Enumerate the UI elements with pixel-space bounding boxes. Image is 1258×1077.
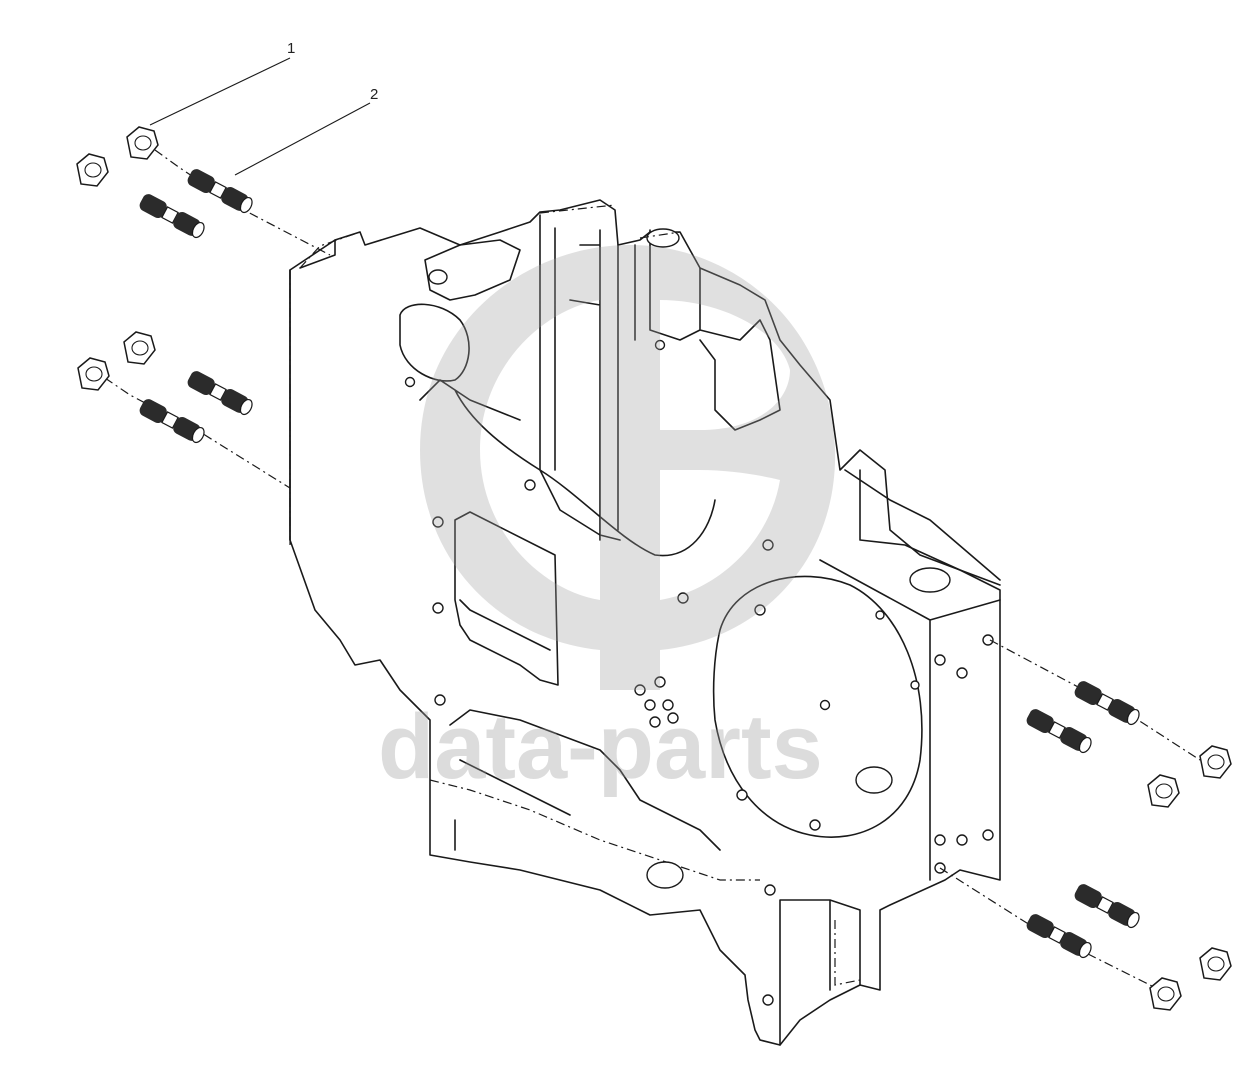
stud-icon [1026,914,1092,959]
upper-left-boss-hole [428,269,448,285]
stud-icon [1074,681,1140,726]
upper-left-boss [424,239,521,301]
housing-right-block-top [859,469,1001,586]
stud-icon [1026,709,1092,754]
watermark: data-parts [378,245,836,798]
studs [139,169,1140,959]
stud-icon [187,169,253,214]
nut-icon [126,126,159,160]
nut-icon [76,153,109,187]
center-gear-opening [419,379,716,557]
bottom-recess [449,709,721,851]
housing-right-block [819,469,1001,881]
nut-icon [1147,774,1180,808]
leader-2 [234,102,371,176]
stud-icon [187,371,253,416]
right-foot [779,899,861,1046]
nut-icon [123,331,156,365]
callout-label-1: 1 [287,40,295,57]
bottom-recess-hidden [429,779,760,881]
leader-1 [149,57,291,126]
callout-label-2: 2 [370,86,378,103]
nuts [76,126,1232,1011]
left-upper-bore [399,303,470,382]
stud-icon [139,194,205,239]
watermark-logo [420,245,836,690]
housing-hidden-edge [289,204,681,545]
housing-right-tower [649,229,781,431]
front-housing [289,199,1001,1046]
housing-outline [289,199,1001,1046]
stud-icon [139,399,205,444]
filler-neck [646,228,680,248]
lower-left-window [454,511,559,686]
nut-icon [1199,947,1232,981]
bell-housing-circle [712,575,923,838]
callout-leaders: 1 2 [149,40,378,176]
nut-icon [1199,745,1232,779]
nut-icon [1149,977,1182,1011]
stud-icon [1074,884,1140,929]
bottom-bore [646,861,684,889]
watermark-text: data-parts [378,696,823,798]
right-foot-hidden [834,920,861,986]
housing-top-channel [539,214,636,541]
nut-icon [77,357,110,391]
